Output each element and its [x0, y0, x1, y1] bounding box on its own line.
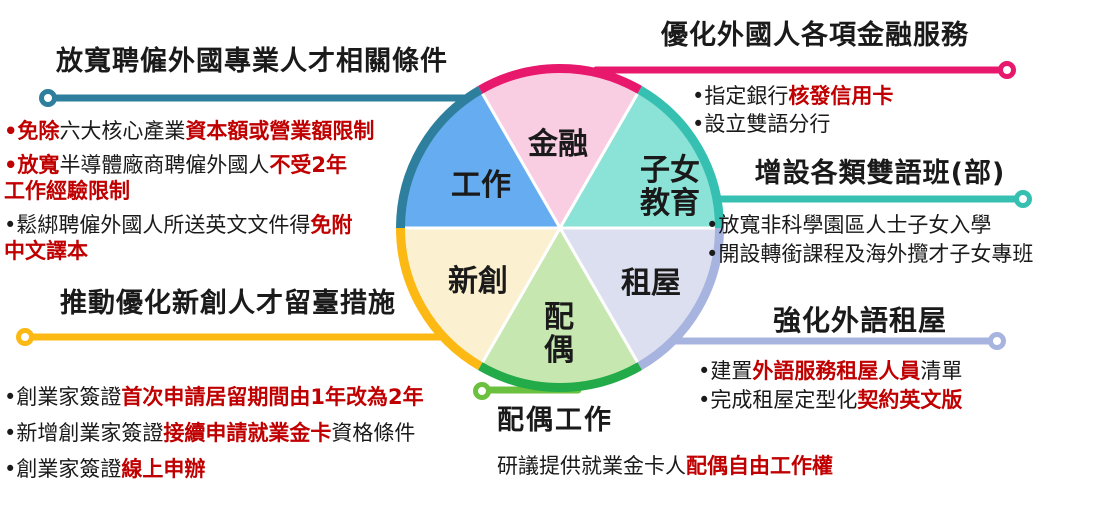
connector-dot-rental	[988, 332, 1006, 350]
bullet-list: •免除六大核心產業資本額或營業額限制 •放寬半導體廠商聘僱外國人不受2年 工作經…	[4, 118, 460, 272]
bullet-item: •免除六大核心產業資本額或營業額限制	[4, 119, 375, 143]
connector-dot-bilingual	[1014, 190, 1032, 208]
bullet-list: •放寬非科學園區人士子女入學 •開設轉銜課程及海外攬才子女專班	[706, 212, 1096, 270]
bullet-item: •放寬半導體廠商聘僱外國人不受2年 工作經驗限制	[4, 153, 348, 203]
pie-arc-housing	[637, 227, 724, 371]
bullet-list: •創業家簽證首次申請居留期間由1年改為2年 •新增創業家簽證接續申請就業金卡資格…	[4, 384, 474, 492]
pie-label-children-education: 子女 教育	[640, 153, 700, 221]
pie-arc-startup	[396, 227, 483, 371]
bullet-list: •指定銀行核發信用卡 •設立雙語分行	[692, 83, 1072, 139]
pie-label-spouse: 配 偶	[544, 300, 574, 368]
pie-arc-finance	[478, 64, 642, 94]
pie-arc-spouse	[478, 362, 642, 392]
bullet-item: •創業家簽證首次申請居留期間由1年改為2年	[4, 385, 424, 409]
bullet-item: •完成租屋定型化契約英文版	[698, 388, 963, 412]
bullet-item: •開設轉銜課程及海外攬才子女專班	[706, 242, 1034, 266]
section-title: 配偶工作	[497, 405, 613, 436]
bullet-item: •新增創業家簽證接續申請就業金卡資格條件	[4, 421, 416, 445]
pie-arc-work	[396, 85, 483, 229]
bullet-item: •建置外語服務租屋人員清單	[698, 359, 963, 383]
section-note: 研議提供就業金卡人配偶自由工作權	[497, 454, 833, 478]
pie-label-finance: 金融	[528, 127, 588, 162]
section-title: 增設各類雙語班(部)	[754, 158, 1006, 189]
section-title: 放寬聘僱外國專業人才相關條件	[56, 46, 448, 77]
section-title: 推動優化新創人才留臺措施	[60, 288, 396, 319]
section-title: 優化外國人各項金融服務	[661, 20, 969, 51]
bullet-list: •建置外語服務租屋人員清單 •完成租屋定型化契約英文版	[698, 358, 1088, 416]
section-title: 強化外語租屋	[772, 304, 947, 337]
bullet-item: •鬆綁聘僱外國人所送英文文件得免附 中文譯本	[4, 213, 353, 263]
connector-dot-spouse	[473, 382, 491, 400]
bullet-item: •設立雙語分行	[692, 112, 831, 136]
bullet-item: •指定銀行核發信用卡	[692, 84, 894, 108]
connector-dot-finance	[998, 61, 1016, 79]
pie-label-housing: 租屋	[621, 266, 681, 301]
bullet-item: •創業家簽證線上申辦	[4, 457, 206, 481]
pie-arc-children-education	[637, 85, 724, 229]
connector-dot-hire	[39, 89, 57, 107]
pie-label-startup: 新創	[448, 264, 508, 299]
pie-label-work: 工作	[451, 168, 511, 203]
bullet-item: •放寬非科學園區人士子女入學	[706, 213, 992, 237]
connector-dot-startup	[16, 328, 34, 346]
